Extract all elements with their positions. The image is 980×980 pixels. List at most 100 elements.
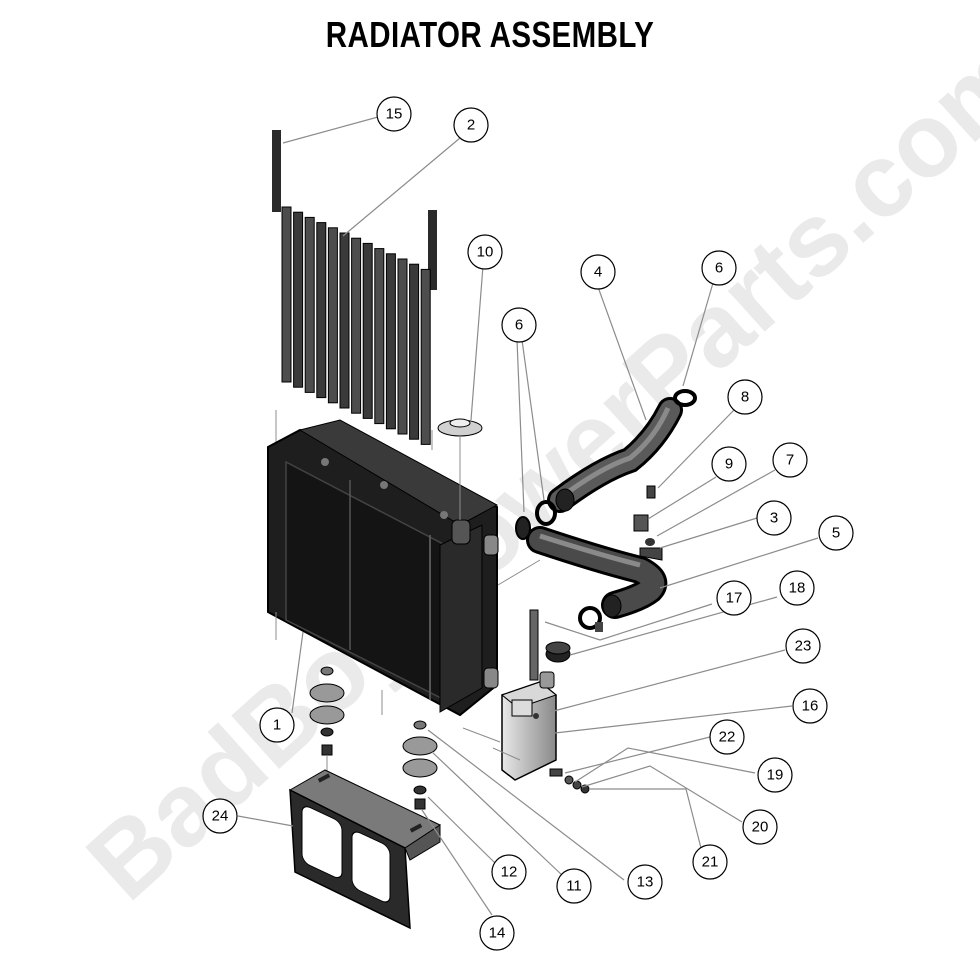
callout-circle	[556, 868, 592, 904]
bracket-hardware	[633, 485, 663, 561]
callout-circle	[376, 96, 412, 132]
grille-fin	[374, 248, 385, 425]
callout-label: 20	[752, 819, 769, 836]
callout-label: 15	[386, 106, 403, 123]
callout-circle	[580, 254, 616, 290]
callout-23: 23	[785, 628, 821, 664]
callout-label: 21	[702, 854, 719, 871]
callout-label: 7	[786, 452, 794, 469]
overflow-tube	[529, 609, 571, 681]
callout-2: 2	[453, 107, 489, 143]
callout-circle	[627, 864, 663, 900]
callout-22: 22	[709, 719, 745, 755]
callout-16: 16	[792, 688, 828, 724]
callout-circle	[467, 234, 503, 270]
callout-label: 18	[789, 580, 806, 597]
grille-fin	[385, 253, 396, 430]
grille-fin	[293, 211, 304, 388]
callout-label: 17	[726, 590, 743, 607]
callout-circle	[756, 500, 792, 536]
callout-label: 4	[594, 264, 602, 281]
callout-label: 14	[489, 925, 506, 942]
watermark-text: BadBoyMowerParts.com	[66, 16, 980, 922]
callout-label: 3	[770, 510, 778, 527]
callout-18: 18	[779, 570, 815, 606]
callout-label: 10	[477, 244, 494, 261]
radiator-core	[267, 419, 499, 717]
tank-fasteners	[549, 768, 590, 794]
callout-label: 24	[212, 808, 229, 825]
callout-24: 24	[202, 798, 238, 834]
callout-4: 4	[580, 254, 616, 290]
callout-circle	[727, 379, 763, 415]
overflow-tank	[462, 671, 558, 781]
callout-circle	[818, 515, 854, 551]
callout-6b: 6	[701, 250, 737, 286]
callout-label: 16	[802, 698, 819, 715]
callout-circle	[709, 719, 745, 755]
callout-circle	[479, 915, 515, 951]
callout-label: 1	[273, 717, 281, 734]
callout-10: 10	[467, 234, 503, 270]
callout-circle	[772, 442, 808, 478]
callout-circle	[742, 809, 778, 845]
callout-label: 2	[467, 117, 475, 134]
callout-label: 23	[795, 638, 812, 655]
callout-3: 3	[756, 500, 792, 536]
callout-20: 20	[742, 809, 778, 845]
callout-circle	[757, 757, 793, 793]
fin-grille	[272, 130, 437, 450]
mount-stack-right	[402, 720, 438, 810]
callout-circle	[792, 688, 828, 724]
leader-lines	[237, 116, 819, 916]
upper-hose	[547, 397, 683, 513]
grille-fin	[351, 237, 362, 414]
grille-fin	[281, 206, 292, 383]
callout-label: 11	[566, 878, 582, 895]
page-title: RADIATOR ASSEMBLY	[325, 14, 655, 55]
callout-6a: 6	[501, 307, 537, 343]
radiator-cap	[437, 418, 483, 520]
callout-label: 19	[767, 767, 784, 784]
callout-circle	[716, 580, 752, 616]
callout-9: 9	[711, 446, 747, 482]
callout-17: 17	[716, 580, 752, 616]
callout-21: 21	[692, 844, 728, 880]
grille-fin	[339, 232, 350, 409]
callout-circle	[711, 446, 747, 482]
callout-7: 7	[772, 442, 808, 478]
callout-circle	[491, 854, 527, 890]
callout-1: 1	[259, 707, 295, 743]
callout-13: 13	[627, 864, 663, 900]
grille-fin	[420, 268, 431, 445]
callout-label: 9	[725, 456, 733, 473]
grille-fin	[327, 227, 338, 404]
callout-8: 8	[727, 379, 763, 415]
grille-fin	[316, 222, 327, 399]
callout-label: 6	[715, 260, 723, 277]
hose-clamps	[515, 389, 697, 632]
callout-5: 5	[818, 515, 854, 551]
callout-circle	[779, 570, 815, 606]
callout-12: 12	[491, 854, 527, 890]
mounting-bracket	[288, 769, 442, 930]
callout-circle	[701, 250, 737, 286]
callout-19: 19	[757, 757, 793, 793]
callout-label: 5	[832, 525, 840, 542]
callout-14: 14	[479, 915, 515, 951]
grille-fin	[362, 242, 373, 419]
callout-label: 13	[637, 874, 654, 891]
callout-label: 6	[515, 317, 523, 334]
lower-hose	[497, 526, 668, 619]
callout-circle	[259, 707, 295, 743]
callout-circle	[202, 798, 238, 834]
callout-circle	[692, 844, 728, 880]
callout-circle	[453, 107, 489, 143]
callout-11: 11	[556, 868, 592, 904]
grille-fin	[397, 258, 408, 435]
callout-15: 15	[376, 96, 412, 132]
callout-label: 22	[719, 729, 736, 746]
callout-circle	[785, 628, 821, 664]
